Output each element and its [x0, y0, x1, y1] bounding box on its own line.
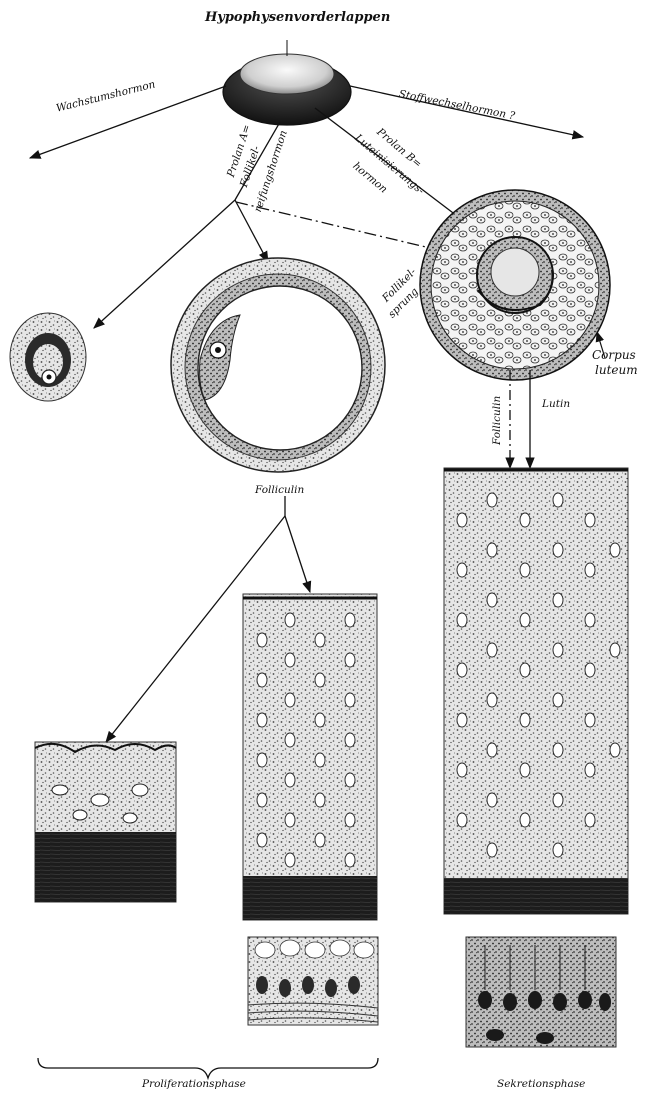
- proliferative-endometrium-illustration: [243, 594, 377, 920]
- corpus-luteum-label-1: Corpus: [592, 348, 636, 362]
- corpus-luteum-illustration: [420, 190, 610, 380]
- lutin-label: Lutin: [542, 398, 570, 410]
- folliculin-center-label: Folliculin: [255, 484, 304, 496]
- graafian-follicle-illustration: [171, 258, 385, 472]
- secretory-endometrium-illustration: [444, 468, 628, 914]
- dashdot-follicle-to-corpus: [236, 202, 430, 248]
- proliferation-bracket: [38, 1058, 378, 1078]
- pituitary-gland-illustration: [223, 40, 351, 125]
- proliferative-epithelium-detail: [248, 937, 378, 1025]
- pituitary-title: Hypophysenvorderlappen: [205, 10, 390, 25]
- secretory-epithelium-detail: [466, 937, 616, 1047]
- corpus-arrows: [510, 370, 530, 468]
- proliferation-phase-label: Proliferationsphase: [142, 1078, 246, 1090]
- arrow-to-proliferative-endometrium: [285, 516, 310, 592]
- primary-follicle-illustration: [10, 313, 86, 401]
- secretion-phase-label: Sekretionsphase: [497, 1078, 585, 1090]
- thin-endometrium-illustration: [35, 742, 176, 902]
- folliculin-vertical-label: Folliculin: [491, 396, 503, 445]
- corpus-luteum-label-2: luteum: [595, 363, 638, 377]
